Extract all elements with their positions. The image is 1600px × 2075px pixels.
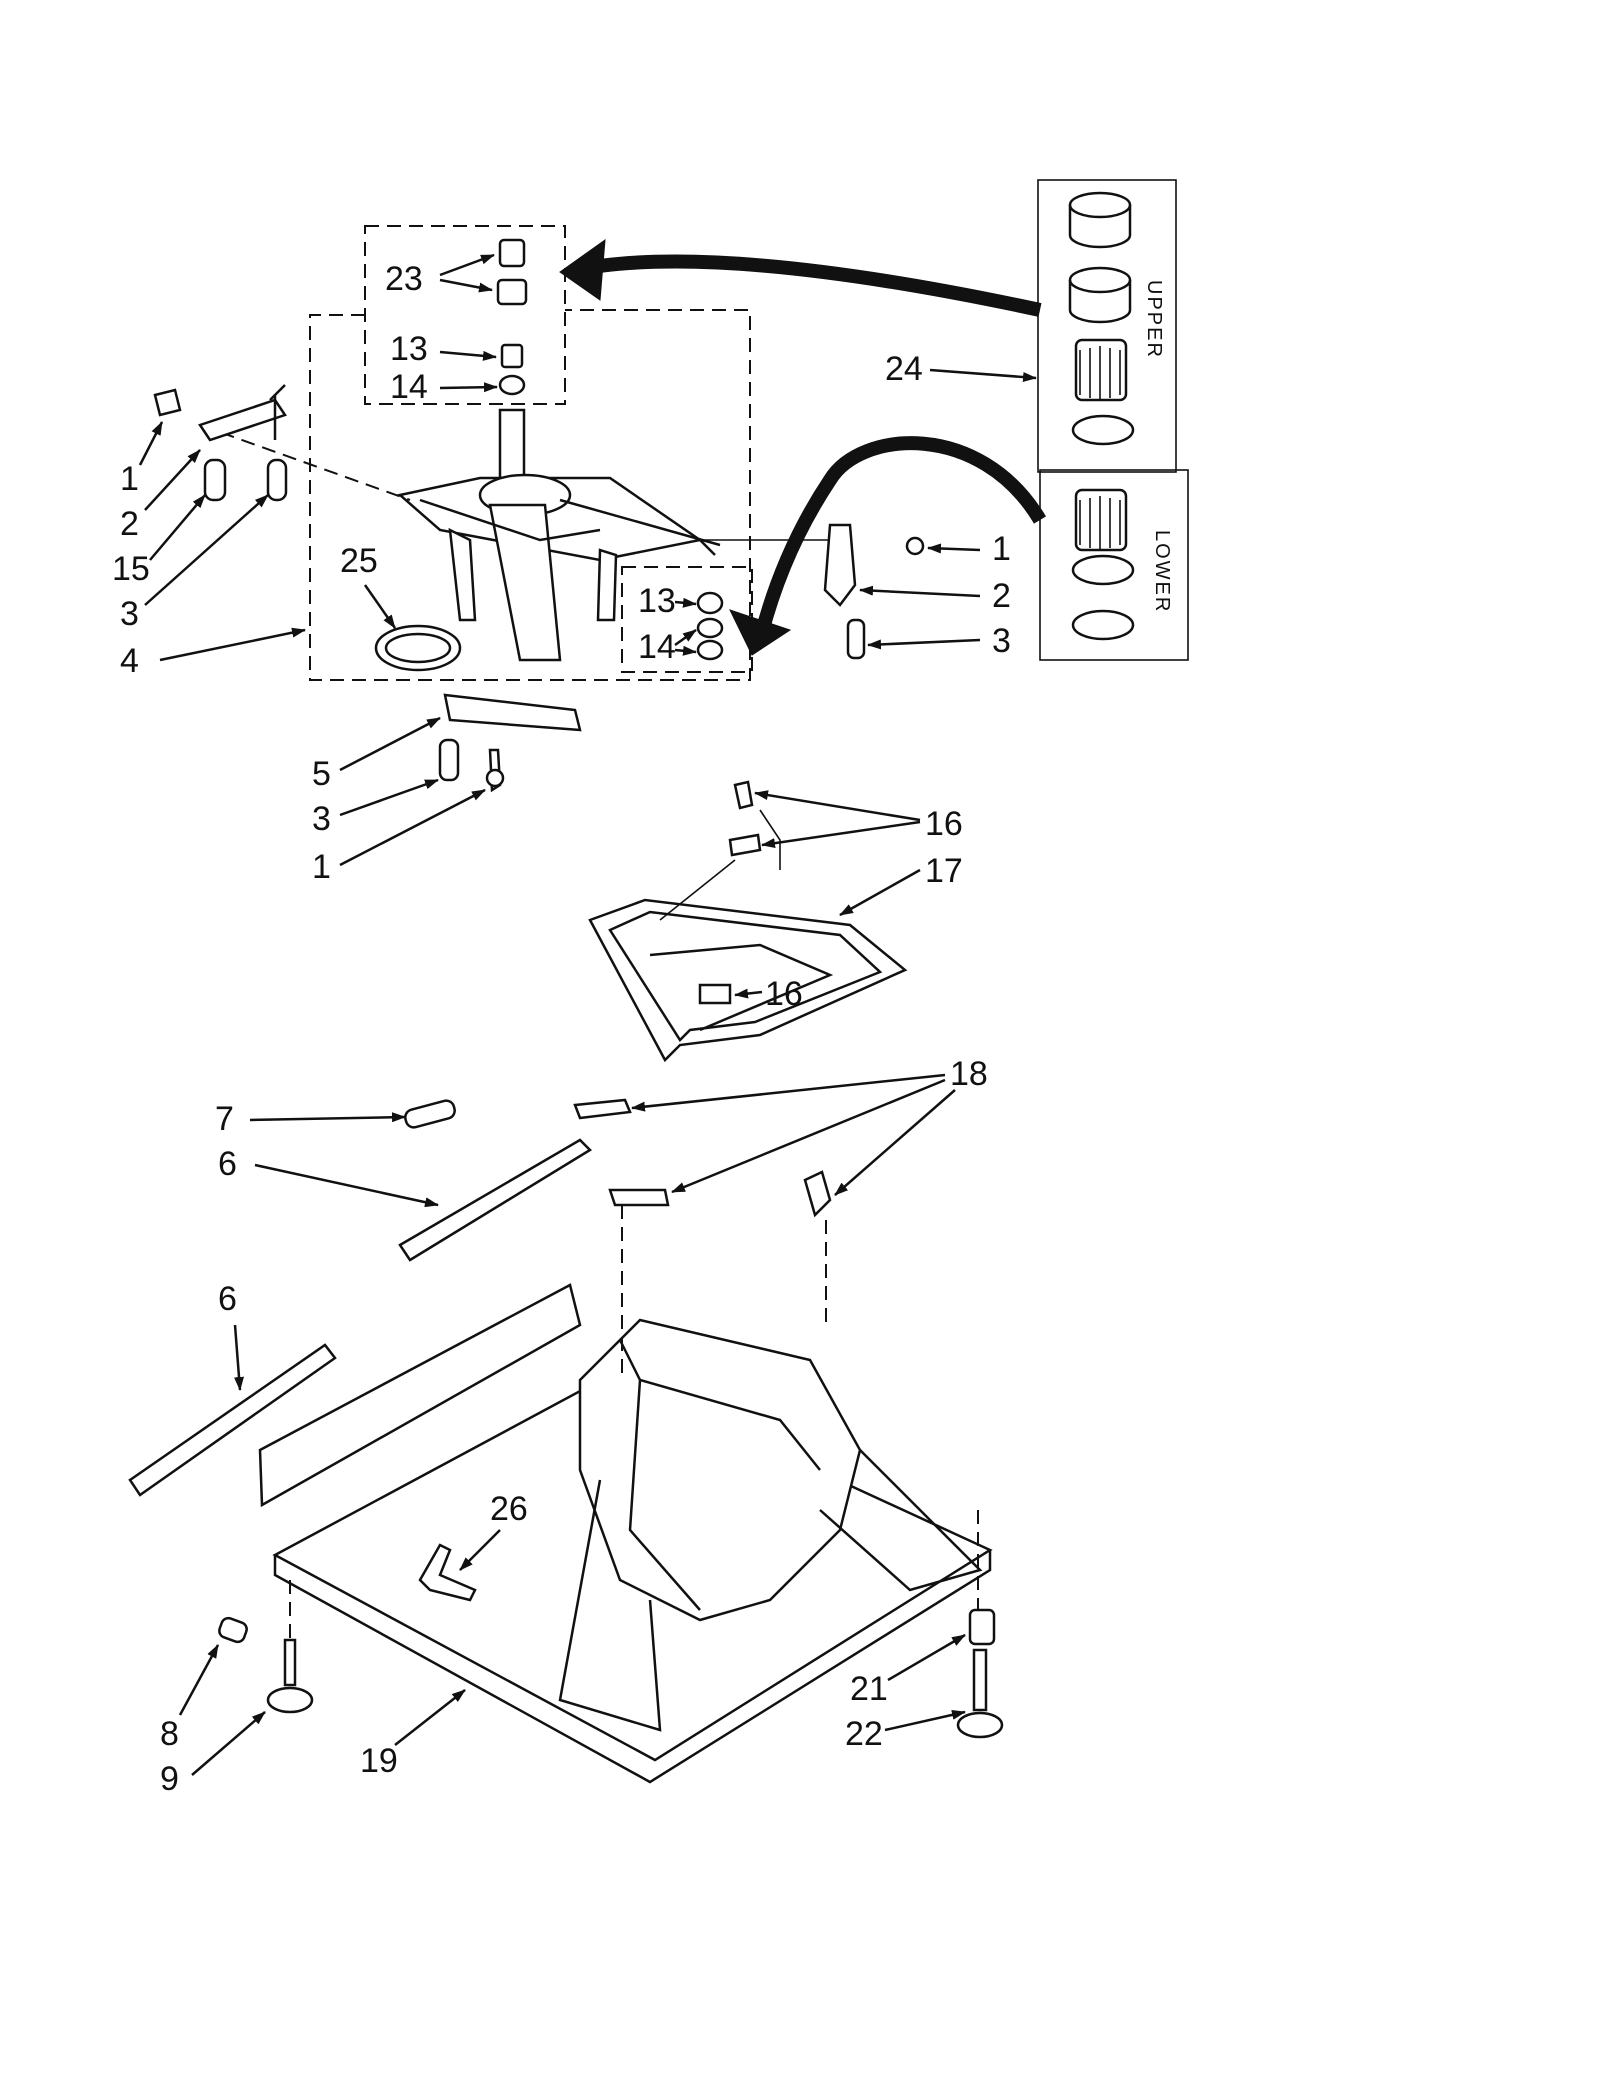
label-2-right: 2 (992, 577, 1011, 615)
bearing-kit-box (1037, 179, 1189, 661)
base-frame (258, 1283, 993, 1784)
label-16-top: 16 (925, 805, 963, 843)
label-3-right: 3 (992, 622, 1011, 660)
left-suspension-parts (153, 384, 288, 502)
label-2-left: 2 (120, 505, 139, 543)
label-5: 5 (312, 755, 331, 793)
bearing-parts-lower (696, 591, 724, 661)
clip-parts-16 (698, 780, 762, 1005)
label-25: 25 (340, 542, 378, 580)
label-1-left: 1 (120, 460, 139, 498)
pads-18 (573, 1098, 832, 1218)
label-1-right: 1 (992, 530, 1011, 568)
snubber-ring (374, 624, 462, 672)
label-17: 17 (925, 852, 963, 890)
label-1-bottom: 1 (312, 848, 331, 886)
triangle-brace (588, 898, 908, 1063)
bottom-labels: 26 8 9 19 21 22 (160, 1490, 966, 1798)
label-14-lower: 14 (638, 628, 676, 666)
label-4: 4 (120, 642, 139, 680)
clip-guide-line (659, 809, 781, 921)
label-13-upper: 13 (390, 330, 428, 368)
label-14-upper: 14 (390, 368, 428, 406)
middle-labels: 16 17 16 (734, 790, 963, 1013)
label-24: 24 (885, 350, 923, 388)
lower-bearing-arrow (753, 436, 1046, 642)
kit-upper-label: UPPER (1143, 280, 1165, 359)
label-18: 18 (950, 1055, 988, 1093)
label-7: 7 (215, 1100, 234, 1138)
top-labels: 23 13 14 1 2 15 3 4 25 13 14 1 2 3 24 5 (112, 253, 1037, 886)
label-13-lower: 13 (638, 582, 676, 620)
right-suspension-parts (823, 523, 925, 660)
label-6-lower: 6 (218, 1280, 237, 1318)
label-16-mid: 16 (765, 975, 803, 1013)
label-21: 21 (850, 1670, 888, 1708)
mechanism-spider (397, 408, 721, 662)
lower-bracket-parts (438, 693, 582, 793)
bearing-parts-upper (496, 238, 528, 396)
leveling-legs (218, 1608, 1004, 1739)
clip-26 (418, 1543, 477, 1602)
label-19: 19 (360, 1742, 398, 1780)
rail-6-lower (128, 1343, 337, 1497)
upper-bearing-arrow (573, 254, 1042, 317)
label-9: 9 (160, 1760, 179, 1798)
label-3-bottom: 3 (312, 800, 331, 838)
spider-guide-line (199, 424, 411, 501)
mechanism-box (309, 309, 751, 681)
rail-6-upper (398, 1138, 593, 1262)
label-22: 22 (845, 1715, 883, 1753)
label-8: 8 (160, 1715, 179, 1753)
label-26: 26 (490, 1490, 528, 1528)
spring-7 (404, 1099, 456, 1129)
label-6-upper: 6 (218, 1145, 237, 1183)
label-15: 15 (112, 550, 150, 588)
label-3-left: 3 (120, 595, 139, 633)
label-23: 23 (385, 260, 423, 298)
kit-lower-label: LOWER (1151, 530, 1173, 613)
